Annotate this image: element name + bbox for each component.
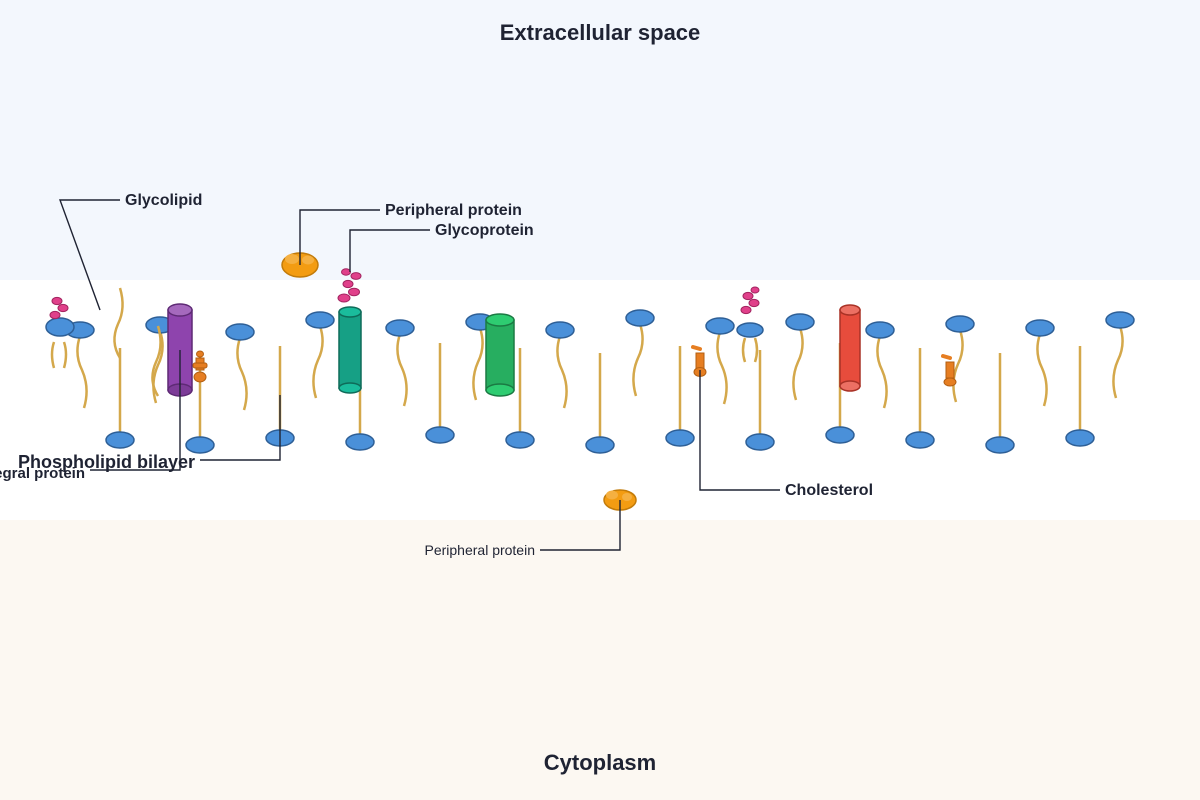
phospholipid-upper — [1105, 311, 1135, 399]
phospholipid-upper — [545, 321, 575, 409]
phospholipid-upper — [225, 323, 255, 411]
leader-lines — [59, 199, 780, 551]
glycoprotein-sugar — [348, 287, 360, 297]
fatty-acid-tail — [113, 287, 124, 359]
glycoprotein-sugar — [337, 293, 351, 303]
glycolipid-sugar — [748, 298, 760, 308]
integral-protein-red — [839, 304, 861, 392]
phospholipid-lower — [585, 353, 615, 454]
phospholipid-upper — [385, 319, 415, 407]
phospholipid-upper — [945, 315, 975, 403]
glycoprotein-sugar — [342, 279, 354, 289]
phospholipid-upper — [65, 321, 95, 409]
cholesterol-molecule — [691, 345, 707, 377]
cholesterol-molecule — [941, 354, 957, 387]
cholesterol-molecule — [192, 350, 208, 383]
phospholipid-bilayer-label: Phospholipid bilayer — [18, 452, 195, 472]
glycolipid — [45, 296, 75, 369]
phospholipid-lower — [745, 350, 775, 451]
glycolipid-sugar — [750, 286, 760, 294]
peripheral-protein-bottom-label: Peripheral protein — [424, 542, 535, 558]
phospholipid-upper — [145, 316, 175, 404]
glycolipid-leader — [59, 199, 120, 311]
phospholipid-lower — [505, 348, 535, 449]
phospholipid-lower — [905, 348, 935, 449]
phospholipid-upper — [705, 317, 735, 405]
phospholipid-bilayer — [65, 287, 1135, 454]
phospholipid-lower — [105, 348, 135, 449]
phospholipid-lower — [665, 346, 695, 447]
peripheral-bottom-leader — [540, 500, 621, 551]
glycolipid-sugar — [740, 305, 752, 315]
glycolipid — [736, 286, 764, 363]
phospholipid-leader — [200, 395, 281, 461]
phospholipid-lower — [425, 343, 455, 444]
glycoprotein-sugar — [341, 268, 351, 276]
glycoprotein-sugar — [350, 272, 362, 280]
integral-protein-label: Integral protein — [0, 465, 85, 482]
glycolipid-label: Glycolipid — [125, 192, 202, 209]
extracellular-region — [0, 0, 1200, 280]
phospholipid-upper — [305, 311, 335, 399]
glycolipid-sugar — [57, 303, 69, 313]
phospholipid-upper — [865, 321, 895, 409]
phospholipid-lower — [1065, 346, 1095, 447]
cholesterol-label: Cholesterol — [785, 482, 873, 499]
phospholipid-lower — [985, 353, 1015, 454]
glycolipid-sugar — [49, 310, 61, 320]
phospholipid-upper — [625, 309, 655, 397]
glycolipid-sugar — [742, 291, 754, 301]
glycolipid-sugar — [51, 296, 63, 306]
cholesterol-leader — [699, 370, 780, 491]
phospholipid-upper — [785, 313, 815, 401]
glycoprotein — [337, 268, 362, 394]
integral-leader — [90, 350, 181, 471]
fatty-acid-tail — [151, 325, 162, 397]
phospholipid-upper — [1025, 319, 1055, 407]
glycoprotein-leader — [349, 229, 430, 272]
glycoprotein-label: Glycoprotein — [435, 222, 534, 239]
peripheral-top-leader — [299, 209, 380, 265]
extracellular-title: Extracellular space — [500, 20, 701, 45]
integral-protein-green — [485, 313, 515, 397]
peripheral-protein-top-label: Peripheral protein — [385, 202, 522, 219]
cytoplasm-title: Cytoplasm — [544, 750, 656, 775]
cytoplasm-region — [0, 520, 1200, 800]
